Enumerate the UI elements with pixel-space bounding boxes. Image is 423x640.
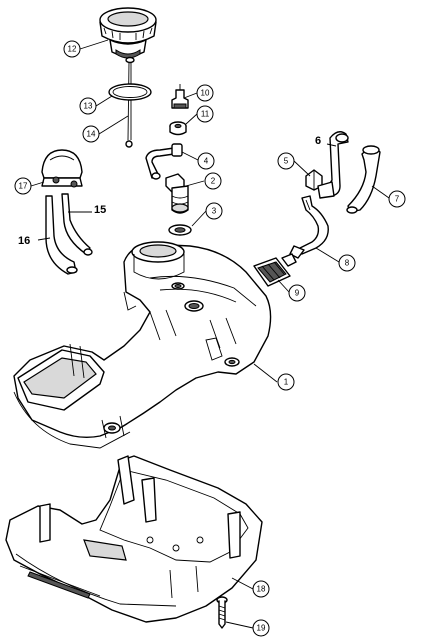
hose-pair-part bbox=[45, 193, 93, 275]
hose-part-upper bbox=[317, 131, 349, 199]
callout-label: 1 bbox=[284, 378, 289, 387]
callout-label: 3 bbox=[212, 207, 217, 216]
callout-label: 17 bbox=[19, 182, 28, 191]
callout-17: 17 bbox=[14, 177, 32, 195]
callout-5: 5 bbox=[277, 152, 295, 170]
callout-10: 10 bbox=[196, 84, 214, 102]
callout-label: 13 bbox=[84, 102, 93, 111]
callout-label: 7 bbox=[395, 195, 400, 204]
cap-tether-part bbox=[125, 56, 135, 148]
callout-11: 11 bbox=[196, 105, 214, 123]
screw-part bbox=[216, 596, 228, 629]
part-label-16: 16 bbox=[18, 235, 30, 247]
callout-label: 10 bbox=[201, 89, 210, 98]
callout-label: 4 bbox=[204, 157, 209, 166]
callout-label: 12 bbox=[68, 45, 77, 54]
callout-label: 19 bbox=[257, 624, 266, 633]
elbow-fitting-part bbox=[165, 173, 189, 214]
curved-hose-part bbox=[346, 145, 381, 214]
callout-label: 8 bbox=[345, 259, 350, 268]
grommet-part bbox=[169, 121, 187, 136]
callout-7: 7 bbox=[388, 190, 406, 208]
fuel-cap-part bbox=[99, 7, 157, 59]
washer-part bbox=[168, 224, 192, 236]
lower-housing-part bbox=[5, 455, 263, 623]
callout-label: 5 bbox=[284, 157, 289, 166]
leader-lines bbox=[30, 39, 390, 629]
hose-part bbox=[145, 143, 183, 180]
callout-9: 9 bbox=[288, 284, 306, 302]
part-label-15: 15 bbox=[94, 204, 106, 216]
fitting-part bbox=[171, 84, 189, 109]
callout-1: 1 bbox=[277, 373, 295, 391]
fuel-line-part bbox=[289, 195, 329, 259]
callout-13: 13 bbox=[79, 97, 97, 115]
primer-bulb-part bbox=[41, 149, 83, 188]
callout-14: 14 bbox=[82, 125, 100, 143]
callout-2: 2 bbox=[204, 172, 222, 190]
fuel-filter-part bbox=[253, 253, 297, 287]
callout-label: 9 bbox=[295, 289, 300, 298]
part-label-6: 6 bbox=[315, 135, 321, 147]
fuel-tank-part bbox=[13, 241, 272, 449]
callout-12: 12 bbox=[63, 40, 81, 58]
callout-label: 11 bbox=[201, 110, 210, 119]
callout-8: 8 bbox=[338, 254, 356, 272]
callout-label: 14 bbox=[87, 130, 96, 139]
o-ring-part bbox=[108, 83, 152, 101]
callout-4: 4 bbox=[197, 152, 215, 170]
callout-3: 3 bbox=[205, 202, 223, 220]
callout-19: 19 bbox=[252, 619, 270, 637]
callout-label: 2 bbox=[211, 177, 216, 186]
callout-label: 18 bbox=[257, 585, 266, 594]
callout-18: 18 bbox=[252, 580, 270, 598]
